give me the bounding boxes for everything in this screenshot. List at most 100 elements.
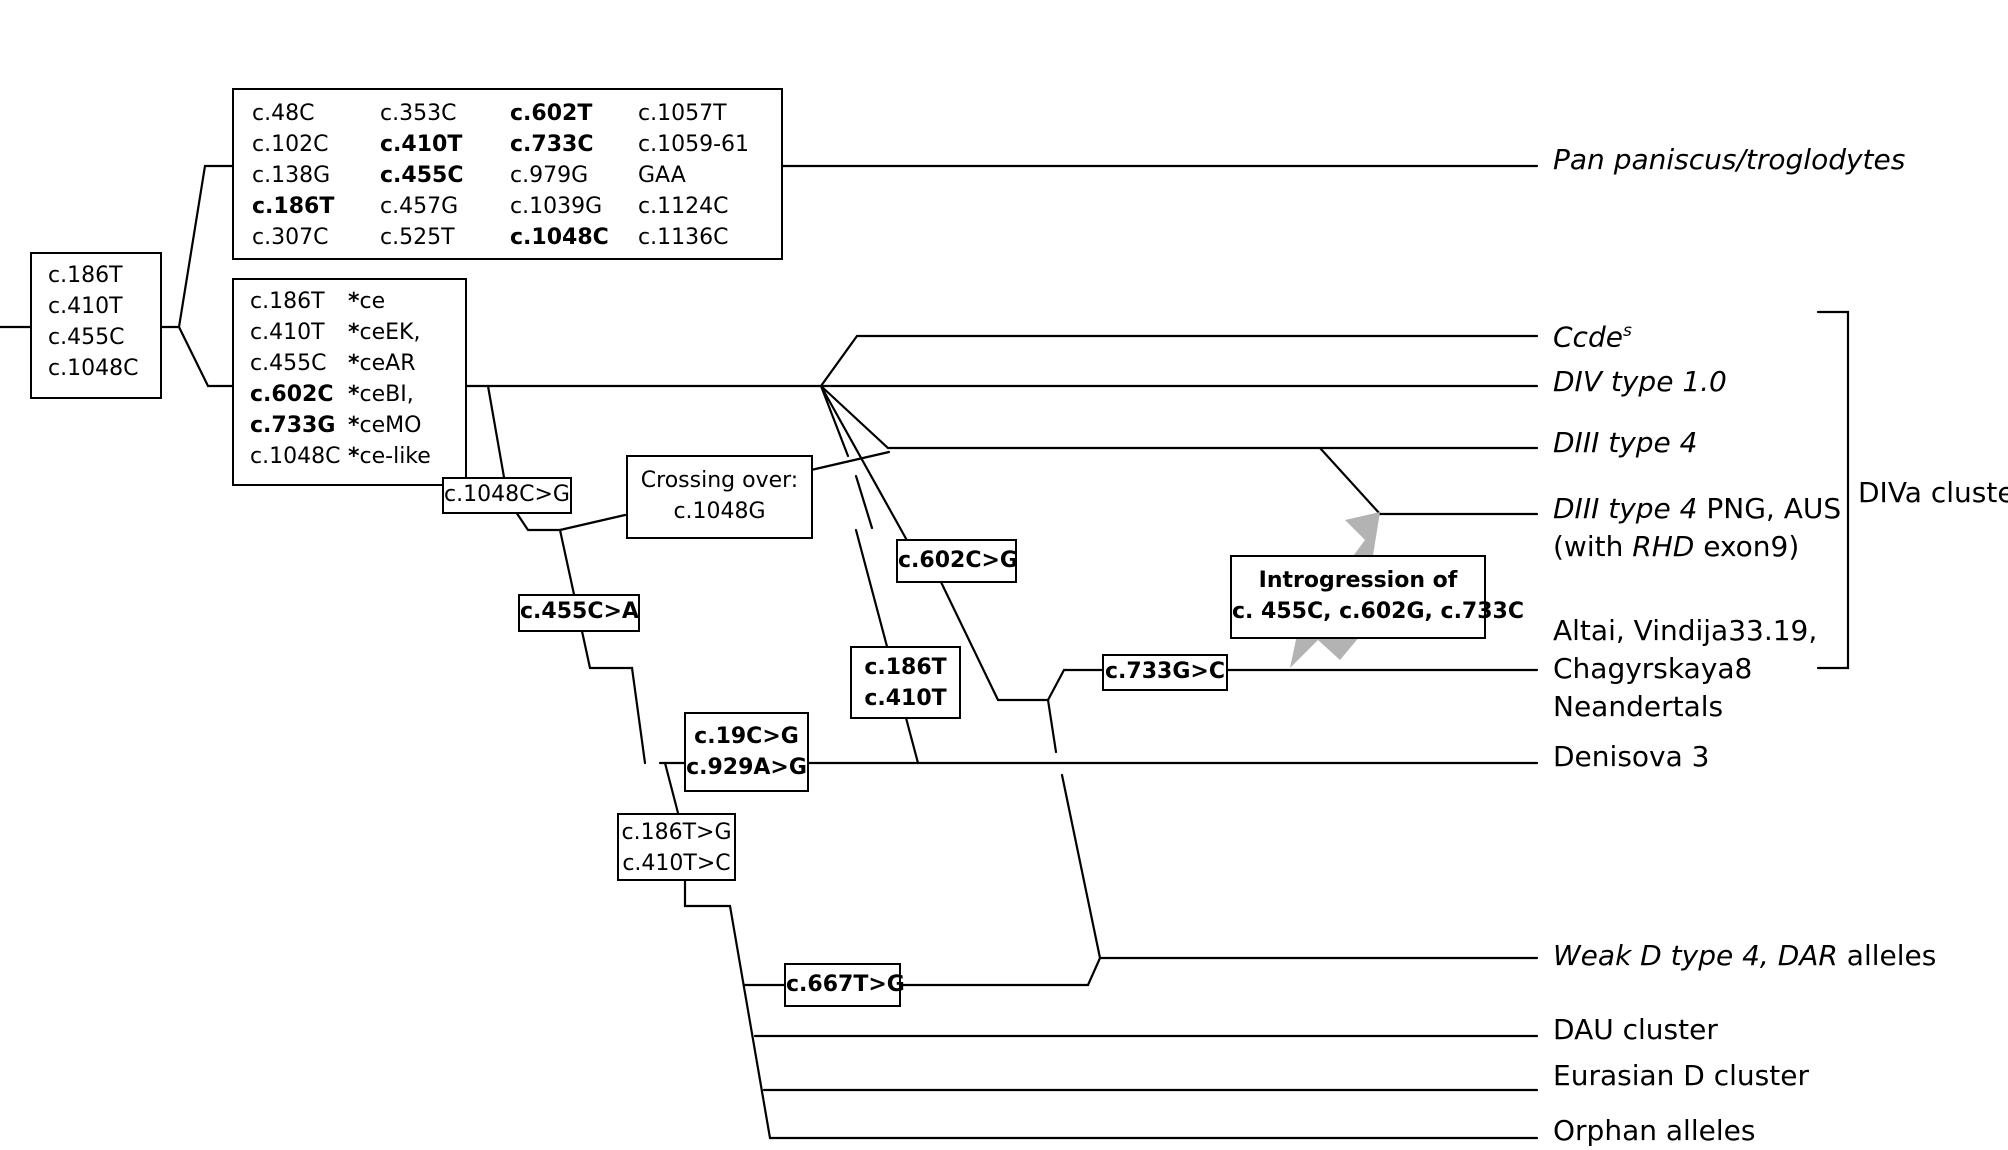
trunk-1048: [486, 384, 562, 532]
ce-allele-name: ceBI,: [359, 382, 414, 407]
tip-altai-1: Altai, Vindija33.19,: [1553, 614, 1818, 647]
mutation-c733g-c: c.733G>C: [1102, 654, 1228, 691]
pan-allele-cell: c.186T: [252, 194, 335, 219]
crossing-over-line2: c.1048G: [673, 499, 766, 524]
tip-neandertals: Altai, Vindija33.19, Chagyrskaya8 Neande…: [1553, 612, 1817, 726]
ce-allele-name: ce: [359, 289, 386, 314]
tip-denisova: Denisova 3: [1553, 740, 1710, 773]
tip-diii: DIII type 4: [1553, 426, 1698, 459]
ce-allele-variant: c.186T: [250, 289, 325, 314]
tip-ccdes-main: Ccde: [1553, 320, 1623, 354]
ce-allele-variant: c.733G: [250, 413, 336, 438]
pan-allele-cell: GAA: [638, 163, 686, 188]
mutation-c455c-a: c.455C>A: [518, 594, 640, 632]
ce-allele-variant: c.1048C: [250, 444, 341, 469]
ce-allele-star: *: [348, 444, 360, 469]
ce-allele-star: *: [348, 382, 360, 407]
ce-allele-star: *: [348, 289, 360, 314]
root-allele-box: c.186T c.410T c.455C c.1048C: [30, 252, 162, 399]
tip-diii-png-2a: (with: [1553, 530, 1633, 563]
branch-602-lower: [938, 578, 1000, 702]
pan-allele-cell: c.102C: [252, 132, 329, 157]
tip-weak-d: Weak D type 4, DAR alleles: [1553, 937, 1936, 975]
mutation-c186t: c.186T: [864, 655, 947, 680]
ce-allele-star: *: [348, 320, 360, 345]
pan-allele-cell: c.602T: [510, 101, 593, 126]
tip-div: DIV type 1.0: [1553, 365, 1727, 398]
mutation-c667t-g: c.667T>G: [784, 963, 905, 1007]
tip-diii-png-italic: DIII type 4: [1553, 492, 1698, 525]
pan-allele-cell: c.48C: [252, 101, 315, 126]
diii-png-line: [1318, 446, 1539, 516]
pan-allele-cell: c.457G: [380, 194, 459, 219]
ce-allele-star: *: [348, 413, 360, 438]
tip-ccdes-sup: s: [1622, 321, 1632, 341]
pan-allele-cell: c.455C: [380, 163, 464, 188]
ce-allele-row: c.410T*ceEK,: [250, 317, 465, 348]
tip-altai-3: Neandertals: [1553, 690, 1724, 723]
root-allele-2: c.410T: [48, 294, 123, 319]
mutation-c186t-g: c.186T>G: [621, 820, 732, 845]
tip-pan: Pan paniscus/troglodytes: [1553, 143, 1906, 176]
root-allele-4: c.1048C: [48, 356, 139, 381]
crossing-over-box: Crossing over: c.1048G: [626, 455, 813, 539]
ce-allele-row: c.455C*ceAR: [250, 348, 465, 379]
introgression-line2: c. 455C, c.602G, c.733C: [1232, 599, 1525, 624]
cluster-bracket: [1816, 310, 1850, 670]
crossing-to-box: [558, 513, 627, 532]
tip-weak-d-italic: Weak D type 4, DAR: [1553, 939, 1838, 972]
branch-602: [819, 384, 916, 555]
pan-allele-cell: c.979G: [510, 163, 589, 188]
tip-ccdes: Ccdes: [1553, 312, 1632, 356]
ce-allele-star: *: [348, 351, 360, 376]
tip-weak-d-rest: alleles: [1837, 939, 1937, 972]
ce-allele-name: ceEK,: [359, 320, 421, 345]
cluster-label: DIVa cluster: [1858, 476, 2008, 509]
ce-allele-variant: c.455C: [250, 351, 327, 376]
mutation-c19c-g: c.19C>G: [694, 724, 799, 749]
mutation-c19c-c929a: c.19C>G c.929A>G: [684, 712, 809, 792]
ce-allele-variant: c.602C: [250, 382, 334, 407]
trunk-lower: [683, 878, 1539, 1140]
pan-allele-cell: c.525T: [380, 225, 455, 250]
mutation-c410t-c: c.410T>C: [622, 851, 731, 876]
mutation-c602c-g: c.602C>G: [896, 539, 1018, 583]
branch-186-top: [819, 384, 850, 458]
tip-dau: DAU cluster: [1553, 1013, 1718, 1046]
mutation-c1048c-g: c.1048C>G: [442, 477, 572, 514]
pan-allele-cell: c.1136C: [638, 225, 729, 250]
introgression-line1: Introgression of: [1258, 568, 1458, 593]
crossing-over-line1: Crossing over:: [640, 468, 799, 493]
branch-186-mid: [854, 474, 874, 530]
ce-allele-row: c.602C *ceBI,: [250, 379, 465, 410]
tip-diii-png: DIII type 4 PNG, AUS (with RHD exon9): [1553, 490, 1841, 566]
mutation-c186t-c410t: c.186T c.410T: [850, 646, 961, 719]
tip-diii-png-rhd: RHD: [1632, 530, 1695, 563]
tip-eurasian: Eurasian D cluster: [1553, 1059, 1809, 1092]
weak-drop: [1060, 773, 1102, 960]
weak-line: [898, 956, 1539, 987]
introgression-box: Introgression of c. 455C, c.602G, c.733C: [1230, 555, 1525, 639]
ce-allele-name: ceMO: [359, 413, 422, 438]
root-allele-1: c.186T: [48, 263, 123, 288]
diii-line: [819, 384, 1539, 450]
neander-drop: [1046, 698, 1058, 754]
tip-altai-2: Chagyrskaya8: [1553, 652, 1753, 685]
pan-allele-cell: c.410T: [380, 132, 463, 157]
ce-allele-row: c.1048C *ce-like: [250, 441, 465, 472]
tip-diii-png-rest: PNG, AUS: [1697, 492, 1842, 525]
pan-allele-cell: c.307C: [252, 225, 329, 250]
pan-allele-row: c.307C c.525T c.1048C c.1136C: [252, 222, 781, 253]
ce-allele-row: c.733G *ceMO: [250, 410, 465, 441]
branch-to-ce: [177, 325, 234, 388]
ce-allele-name: ce-like: [359, 444, 431, 469]
crossing-connector: [809, 450, 891, 472]
mutation-c186t-g-c410t-c: c.186T>G c.410T>C: [617, 813, 736, 881]
pan-allele-cell: c.1048C: [510, 225, 609, 250]
